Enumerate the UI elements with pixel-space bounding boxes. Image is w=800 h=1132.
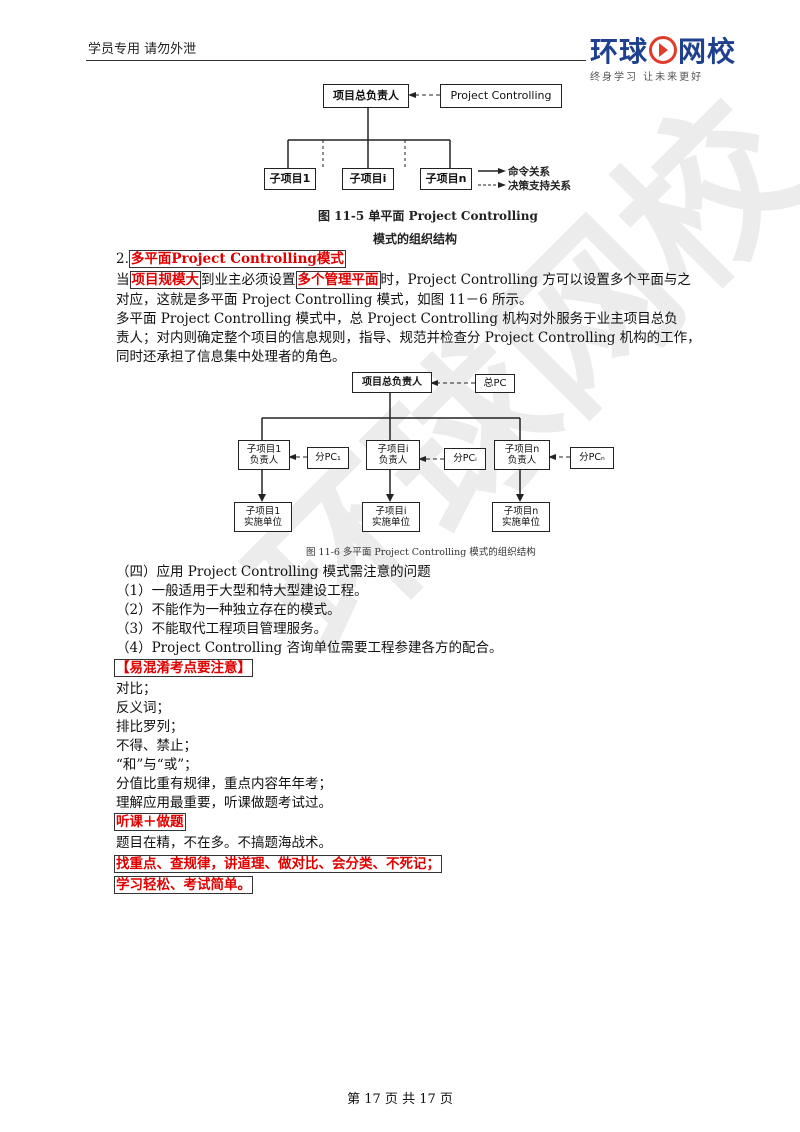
note-1: （1）一般适用于大型和特大型建设工程。 <box>116 583 368 599</box>
callout-confusing-text: 【易混淆考点要注意】 <box>114 659 253 677</box>
unitn-line1: 子项目n <box>503 505 539 517</box>
notes-heading: （四）应用 Project Controlling 模式需注意的问题 <box>116 564 431 580</box>
callout-method-text: 找重点、查规律，讲道理、做对比、会分类、不死记； <box>114 855 442 873</box>
p1-c: 到业主必须设置 <box>201 272 296 288</box>
mgr1-line2: 负责人 <box>249 455 279 466</box>
mgrn-line2: 负责人 <box>507 455 537 466</box>
callout-listen-text: 听课＋做题 <box>114 813 186 831</box>
box-sub1: 子项目1 <box>264 168 316 190</box>
paragraph2-line2: 责人；对内则确定整个项目的信息规则，指导、规范并检查分 Project Cont… <box>116 330 701 346</box>
tip-antonym: 反义词； <box>116 700 170 716</box>
mgri-line1: 子项目i <box>377 443 409 455</box>
p1-a: 当 <box>116 272 130 288</box>
header-label: 学员专用 请勿外泄 <box>88 42 197 57</box>
tip-contrast: 对比； <box>116 681 157 697</box>
paragraph1-line2: 对应，这就是多平面 Project Controlling 模式，如图 11－6… <box>116 292 533 308</box>
legend-command: 命令关系 <box>508 166 550 178</box>
logo-slogan: 终身学习 让未来更好 <box>590 72 704 83</box>
box-project-leader: 项目总负责人 <box>323 84 409 108</box>
figure2-caption: 图 11-6 多平面 Project Controlling 模式的组织结构 <box>306 547 536 558</box>
box-subi: 子项目i <box>342 168 394 190</box>
p1-highlight-planes: 多个管理平面 <box>295 271 381 289</box>
unit1-line1: 子项目1 <box>245 505 281 517</box>
fig2-box-pc-i: 分PCᵢ <box>444 448 486 470</box>
tip-list: 排比罗列； <box>116 719 184 735</box>
brand-logo: 环球网校 终身学习 让未来更好 <box>590 30 740 83</box>
callout-confusing-points: 【易混淆考点要注意】 <box>114 659 253 677</box>
p1-e: 时，Project Controlling 方可以设置多个平面与之 <box>380 272 691 288</box>
mgr1-line1: 子项目1 <box>246 443 282 455</box>
uniti-line2: 实施单位 <box>371 517 410 528</box>
fig2-box-total-pc: 总PC <box>475 374 515 393</box>
figure2-connectors <box>258 380 570 502</box>
header-rule <box>86 60 586 61</box>
heading-number: 2. <box>116 251 129 267</box>
paragraph1-line1: 当项目规模大到业主必须设置多个管理平面时，Project Controlling… <box>116 271 691 289</box>
figure1-caption-line1: 图 11-5 单平面 Project Controlling <box>318 209 538 223</box>
tip-prohibit: 不得、禁止； <box>116 738 197 754</box>
box-subn: 子项目n <box>420 168 472 190</box>
unit1-line2: 实施单位 <box>243 517 282 528</box>
note-2: （2）不能作为一种独立存在的模式。 <box>116 602 341 618</box>
fig2-box-project-leader: 项目总负责人 <box>352 372 432 393</box>
fig2-box-pc-n: 分PCₙ <box>570 447 614 469</box>
note-3: （3）不能取代工程项目管理服务。 <box>116 621 328 637</box>
figure-single-plane: 项目总负责人 Project Controlling 子项目1 子项目i 子项目… <box>0 0 800 250</box>
tip-score: 分值比重有规律，重点内容年年考； <box>116 776 332 792</box>
mgri-line2: 负责人 <box>378 455 408 466</box>
callout-easy: 学习轻松、考试简单。 <box>114 876 253 894</box>
callout-method: 找重点、查规律，讲道理、做对比、会分类、不死记； <box>114 855 442 873</box>
logo-text-a: 环球 <box>590 35 649 68</box>
paragraph2-line1: 多平面 Project Controlling 模式中，总 Project Co… <box>116 311 678 327</box>
play-icon <box>649 36 678 64</box>
p1-highlight-scale: 项目规模大 <box>129 271 201 289</box>
page-number: 第 17 页 共 17 页 <box>347 1092 453 1107</box>
figure1-caption-line2: 模式的组织结构 <box>373 232 458 246</box>
tip-and-or: “和”与“或”； <box>116 757 198 773</box>
paragraph2-line3: 同时还承担了信息集中处理者的角色。 <box>116 349 346 365</box>
legend-decision: 决策支持关系 <box>508 180 571 192</box>
mgrn-line1: 子项目n <box>504 443 540 455</box>
figure1-connectors <box>287 92 506 188</box>
heading-title: 多平面Project Controlling模式 <box>128 250 346 268</box>
callout-easy-text: 学习轻松、考试简单。 <box>114 876 253 894</box>
uniti-line1: 子项目i <box>375 505 407 517</box>
callout-listen-practice: 听课＋做题 <box>114 813 186 831</box>
section-heading: 2.多平面Project Controlling模式 <box>116 250 346 268</box>
unitn-line2: 实施单位 <box>501 517 540 528</box>
tip-quality: 题目在精，不在多。不搞题海战术。 <box>116 835 332 851</box>
tip-understand: 理解应用最重要，听课做题考试过。 <box>116 795 332 811</box>
fig2-box-pc-1: 分PC₁ <box>307 447 349 469</box>
note-4: （4）Project Controlling 咨询单位需要工程参建各方的配合。 <box>116 640 503 656</box>
logo-text-b: 网校 <box>678 35 737 68</box>
box-project-controlling: Project Controlling <box>440 84 562 108</box>
